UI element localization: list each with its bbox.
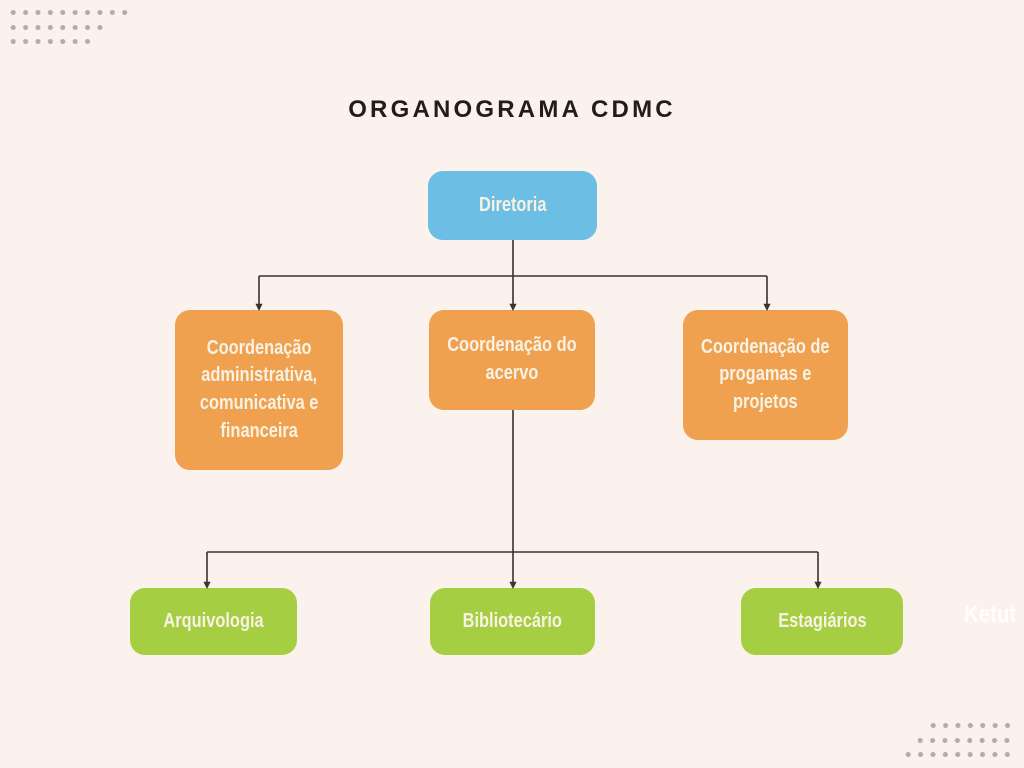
org-node-coordenacao-acervo: Coordenação do acervo xyxy=(429,310,595,410)
dot-row xyxy=(7,35,94,49)
org-node-coordenacao-administrativa: Coordenação administrativa, comunicativa… xyxy=(175,310,343,470)
page-title: ORGANOGRAMA CDMC xyxy=(348,96,676,123)
dot-row xyxy=(7,6,131,19)
org-node-estagiarios: Estagiários xyxy=(741,588,903,655)
org-node-label: Coordenação de progamas e projetos xyxy=(701,335,830,413)
dot-pattern-bottom-right xyxy=(902,719,1014,763)
dot-row xyxy=(7,20,107,34)
org-node-label: Arquivologia xyxy=(163,609,264,632)
org-node-arquivologia: Arquivologia xyxy=(130,588,297,655)
org-node-label: Diretoria xyxy=(478,193,547,216)
org-node-label: Coordenação do acervo xyxy=(447,334,577,384)
org-node-diretoria: Diretoria xyxy=(428,171,597,240)
org-node-label: Coordenação administrativa, comunicativa… xyxy=(199,336,319,442)
dot-row xyxy=(902,748,1014,762)
org-node-coordenacao-programas-projetos: Coordenação de progamas e projetos xyxy=(683,310,848,440)
dot-pattern-top-left xyxy=(7,6,131,50)
org-node-label: Bibliotecário xyxy=(462,609,563,632)
org-node-bibliotecario: Bibliotecário xyxy=(430,588,595,655)
watermark-credit: Ketut xyxy=(964,601,1017,628)
org-node-label: Estagiários xyxy=(777,609,867,632)
dot-row xyxy=(914,733,1014,747)
dot-row xyxy=(927,719,1014,733)
